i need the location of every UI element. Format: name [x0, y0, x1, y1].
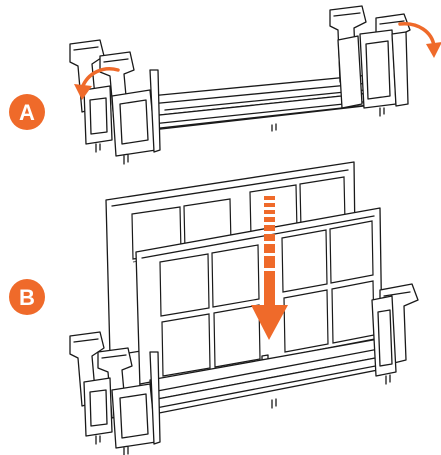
dimm-slot-closed [69, 283, 419, 455]
step-b-label: B [19, 285, 35, 310]
latch-open-arrow-right [398, 22, 441, 58]
step-a-label: A [19, 100, 35, 125]
memory-module-front [135, 207, 383, 389]
step-b-badge [9, 279, 45, 315]
latch-open-arrow-left [74, 67, 120, 100]
step-b: B [9, 161, 419, 455]
insert-down-arrow [251, 196, 288, 340]
step-a-badge [9, 94, 45, 130]
step-a: A [9, 5, 441, 165]
right-latch [329, 5, 411, 117]
left-latch-b [69, 331, 161, 455]
dimm-slot-open [69, 5, 411, 165]
right-latch-b [371, 283, 419, 385]
left-latch [69, 39, 161, 165]
